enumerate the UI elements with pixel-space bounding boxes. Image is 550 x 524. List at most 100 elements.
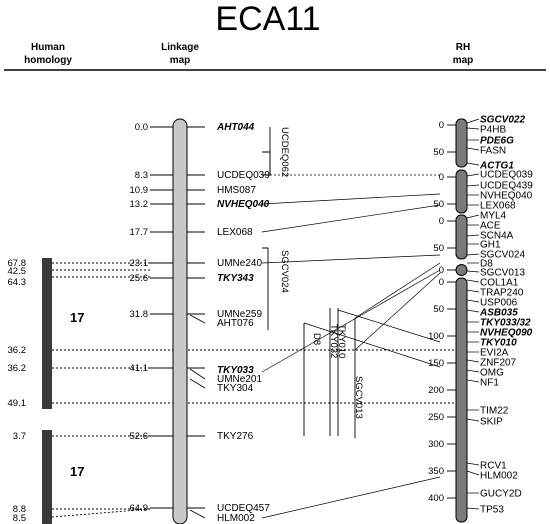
rh-scale-value: 150 [428,358,444,369]
link-sgcv024 [261,254,441,264]
human-homology-value: 3.7 [13,431,26,442]
bracket-label-sgcv024: SGCV024 [279,250,290,293]
rh-marker-label: TP53 [480,505,504,516]
rh-scale-value: 400 [428,493,444,504]
human-homology-value: 67.8 [8,258,27,269]
linkage-marker-label: UMNe201 [217,374,262,385]
rh-scale-value: 50 [433,199,444,210]
rh-scale-value: 50 [433,243,444,254]
rh-marker-label: TKY033/32 [480,318,531,329]
rh-marker-label: SCN4A [480,231,514,242]
rh-marker-label: NF1 [480,378,499,389]
rh-scale-value: 50 [433,304,444,315]
human-chr17-bar-bottom [42,430,52,524]
rh-marker-leader [466,507,480,510]
human-chr17-label-top: 17 [70,310,84,325]
human-chr17-bar-top [42,258,52,409]
header-rh-map-line2: map [453,55,474,66]
rh-scale-value: 0 [439,120,444,131]
rh-marker-leader [466,299,480,303]
rh-marker-leader [466,289,480,293]
rh-scale-value: 0 [439,277,444,288]
rh-marker-leader [466,309,480,313]
rh-marker-leader [466,162,480,166]
linkage-marker-label: NVHEQ040 [217,199,270,210]
rh-marker-label: SGCV022 [480,115,525,126]
linkage-marker-label: UMNe259 [217,309,262,320]
bracket-label-ucdeq062: UCDEQ062 [279,127,290,177]
rh-scale-value: 0 [439,265,444,276]
rh-marker-label: TRAP240 [480,288,524,299]
rh-marker-label: HLM002 [480,471,518,482]
rh-scale-value: 0 [439,172,444,183]
rh-marker-leader [466,118,480,124]
linkage-position: 52.6 [130,431,149,442]
rh-scale-value: 300 [428,439,444,450]
link-sgcv013-top [354,262,441,319]
rh-marker-leader [466,127,480,130]
rh-marker-label: UCDEQ039 [480,170,533,181]
rh-marker-leader [466,234,480,237]
linkage-chromosome-bar [172,118,188,524]
link-sgcv013-mid [354,272,441,351]
rh-marker-leader [466,147,480,151]
linkage-position: 23.1 [130,258,149,269]
linkage-marker-label: LEX068 [217,227,253,238]
link-lex068 [261,204,441,233]
rh-marker-label: UCDEQ439 [480,181,533,192]
rh-marker-leader [466,379,480,383]
homology-connector [51,508,151,518]
linkage-marker-label: UCDEQ039 [217,170,270,181]
linkage-position: 25.6 [130,273,149,284]
rh-marker-leader [466,369,480,373]
human-homology-value: 36.2 [8,363,27,374]
header-linkage-map-line2: map [170,55,191,66]
linkage-marker-label: TKY276 [217,431,254,442]
rh-scale-value: 350 [428,466,444,477]
rh-marker-label: LEX068 [480,201,516,212]
human-homology-value: 8.8 [13,504,26,515]
linkage-position: 8.3 [135,170,148,181]
rh-marker-label: ACE [480,221,501,232]
rh-marker-leader [466,359,480,363]
linkage-marker-label: TKY304 [217,383,254,394]
linkage-marker-label: HMS087 [217,185,256,196]
human-homology-value: 49.1 [8,398,27,409]
figure-title: ECA11 [215,0,320,38]
rh-marker-leader [466,173,480,177]
rh-scale-value: 0 [439,216,444,227]
linkage-leader [189,378,206,389]
rh-segment-1 [455,118,468,168]
link-d8 [303,322,441,368]
linkage-position: 0.0 [135,122,148,133]
bracket-label-d8: D8 [311,333,322,345]
linkage-leader [189,314,206,324]
rh-marker-label: ACTG1 [479,161,514,172]
linkage-marker-label: TKY343 [217,273,254,284]
rh-segment-small [455,264,468,276]
rh-marker-leader [466,470,480,476]
linkage-position: 17.7 [130,227,149,238]
linkage-leader [189,509,206,519]
rh-scale-value: 50 [433,147,444,158]
rh-marker-label: EVI2A [480,348,509,359]
linkage-position: 13.2 [130,199,149,210]
link-hlm002 [261,476,441,519]
linkage-position: 41.1 [130,363,149,374]
bracket-label-tky010: TKY010 [336,324,347,358]
linkage-position: 10.9 [130,185,149,196]
rh-marker-label: NVHEQ040 [480,191,533,202]
human-homology-value: 8.5 [13,513,26,524]
rh-segment-2 [455,169,468,214]
rh-marker-label: SGCV013 [480,268,525,279]
header-human-homology-line2: homology [24,55,72,66]
bracket-sgcv024 [262,247,269,330]
link-tky010 [337,309,441,343]
header-rh-map-line1: RH [456,42,470,53]
link-tky033 [261,269,441,373]
human-homology-value: 42.5 [8,266,27,277]
header-human-homology-line1: Human [31,42,65,53]
rh-marker-leader [466,270,480,273]
rh-marker-label: RCV1 [480,461,507,472]
